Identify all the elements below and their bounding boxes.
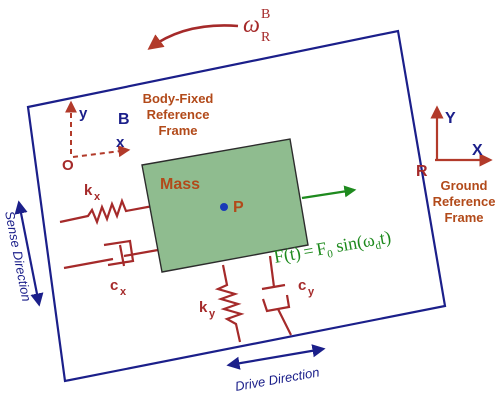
svg-text:Reference: Reference [147, 107, 210, 122]
omega-label: ω B R [243, 7, 271, 45]
mass-point-label: P [233, 199, 244, 216]
body-axis-x-label: x [116, 134, 125, 151]
mass-label: Mass [160, 176, 200, 193]
ground-axis-y-label: Y [445, 110, 456, 127]
mass-point-p [220, 203, 228, 211]
body-axis-x [72, 145, 131, 158]
spring-ky-label: k y [199, 299, 216, 320]
body-frame-outline [26, 29, 447, 383]
svg-text:Ground: Ground [441, 178, 488, 193]
drive-direction-label: Drive Direction [234, 364, 321, 394]
svg-text:B: B [261, 7, 270, 22]
force-equation: F(t)=F0 sin(ωdt) [272, 227, 393, 270]
drive-direction-arrow [226, 344, 326, 370]
svg-text:y: y [209, 308, 216, 320]
rotation-arrow [147, 24, 239, 50]
spring-kx-label: k x [84, 182, 101, 203]
force-arrow [301, 185, 357, 200]
svg-text:x: x [94, 191, 101, 203]
damper-cx-label: c x [110, 277, 127, 298]
svg-text:Body-Fixed: Body-Fixed [143, 91, 214, 106]
ground-frame-name: R [416, 163, 428, 180]
spring-kx [59, 197, 154, 226]
svg-text:c: c [298, 277, 306, 294]
body-origin-label: O [62, 157, 74, 174]
sense-direction-arrow [14, 200, 44, 307]
body-axis-y-label: y [79, 105, 88, 122]
svg-text:k: k [199, 299, 208, 316]
ground-frame-caption: Ground Reference Frame [433, 178, 496, 225]
body-frame-name: B [118, 111, 130, 128]
spring-ky [214, 264, 245, 343]
damper-cy-label: c y [298, 277, 315, 298]
svg-text:x: x [120, 286, 127, 298]
damper-cx [63, 239, 159, 270]
svg-text:y: y [308, 286, 315, 298]
svg-text:Frame: Frame [158, 123, 197, 138]
svg-text:c: c [110, 277, 118, 294]
ground-axis-x-label: X [472, 142, 483, 159]
svg-text:Frame: Frame [444, 210, 483, 225]
svg-text:R: R [261, 30, 271, 45]
svg-text:Reference: Reference [433, 194, 496, 209]
svg-text:F(t)=F0 sin(ωdt): F(t)=F0 sin(ωdt) [272, 227, 393, 270]
svg-text:ω: ω [243, 12, 260, 38]
body-frame-caption: Body-Fixed Reference Frame [143, 91, 214, 138]
damper-cy [261, 255, 292, 336]
svg-text:k: k [84, 182, 93, 199]
